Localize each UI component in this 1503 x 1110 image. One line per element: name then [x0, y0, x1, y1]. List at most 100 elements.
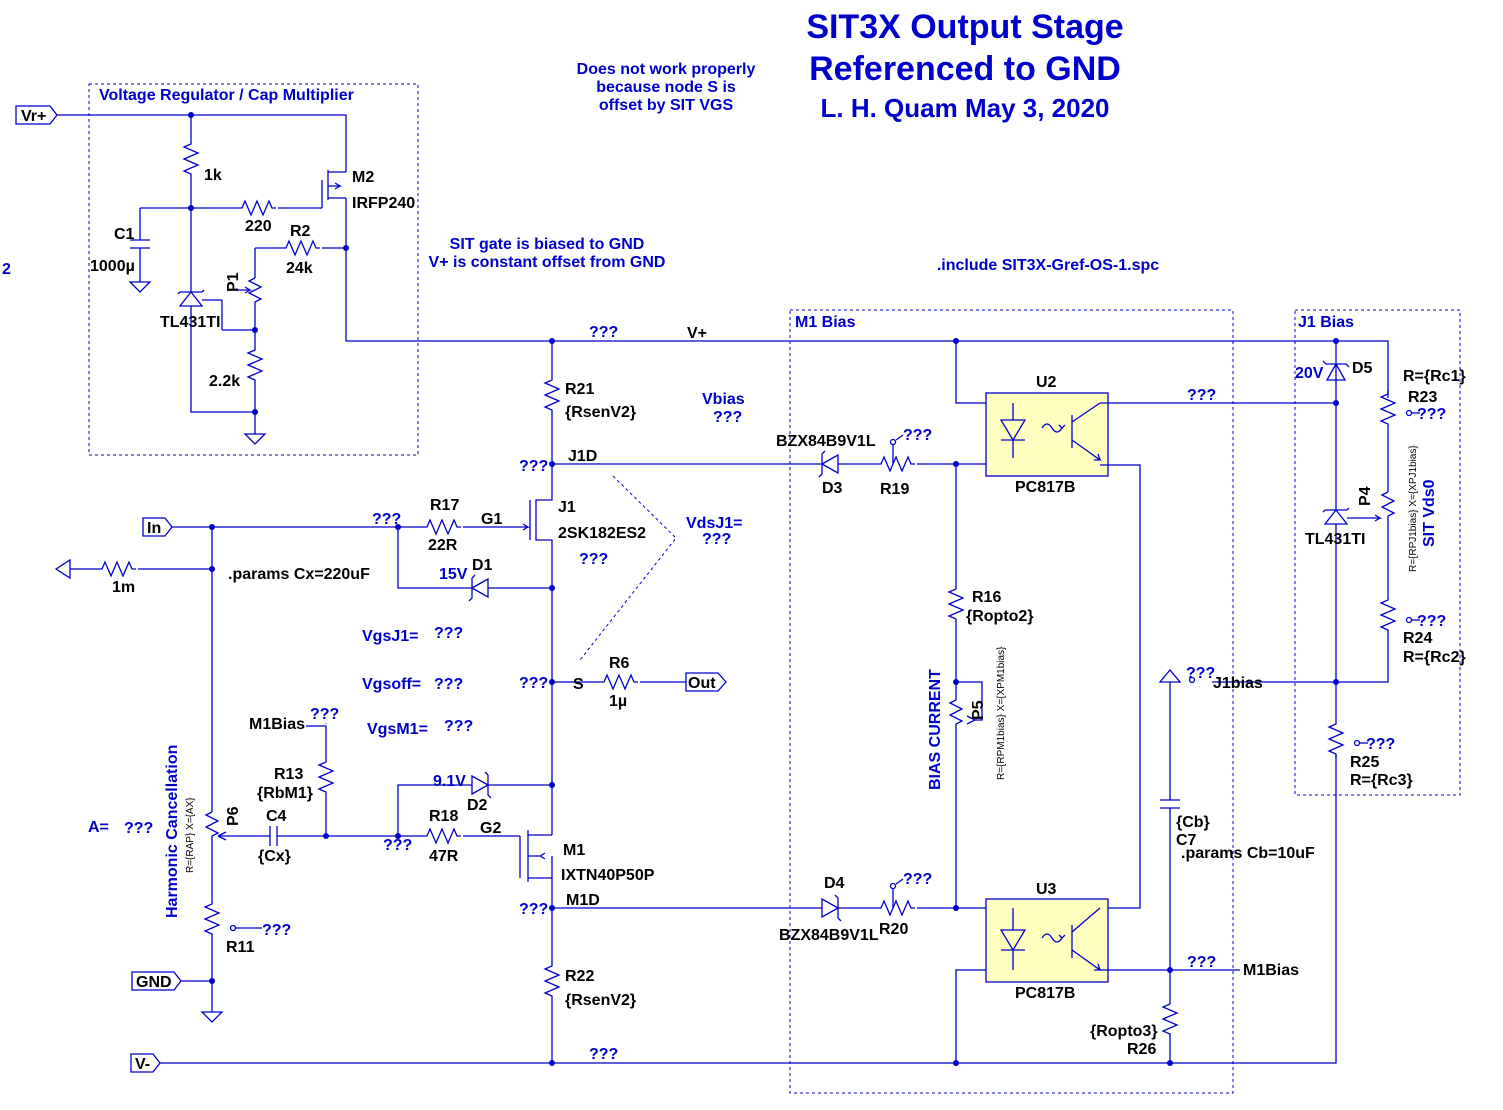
title-line-3: L. H. Quam May 3, 2020	[820, 93, 1109, 123]
resistor-1m	[98, 560, 136, 578]
g1-unknown: ???	[372, 511, 401, 528]
r18-name: R18	[429, 808, 458, 825]
vgsj1-label: VgsJ1=	[362, 628, 418, 645]
warning-note-2: because node S is	[596, 79, 736, 96]
vminus-label: V-	[135, 1056, 150, 1073]
vbias-unknown: ???	[713, 409, 742, 426]
r16-value: {Ropto2}	[966, 608, 1034, 625]
d3-name: D3	[822, 480, 843, 497]
vplus-net-label: V+	[687, 325, 707, 342]
bias-current-label: BIAS CURRENT	[927, 669, 944, 790]
ground-arrow-icon	[54, 558, 71, 580]
resistor-r21	[543, 376, 561, 414]
u3-unknown: ???	[1187, 954, 1216, 971]
r11-unknown: ???	[262, 922, 291, 939]
zener-diode-d3	[818, 450, 839, 478]
tl431-b-name: TL431TI	[1305, 531, 1365, 548]
resistor-r6	[600, 673, 638, 691]
d4-part: BZX84B9V1L	[779, 927, 879, 944]
r13-name: R13	[274, 766, 303, 783]
resistor-r2	[282, 239, 320, 257]
potentiometer-p1	[247, 277, 263, 330]
out-port[interactable]: Out	[685, 672, 727, 692]
vgsoff-unknown: ???	[434, 676, 463, 693]
r24-unknown: ???	[1417, 613, 1446, 630]
u2-unknown: ???	[1187, 387, 1216, 404]
r20-name: R20	[879, 921, 908, 938]
p5-name: P5	[970, 700, 987, 720]
resistor-r18	[423, 827, 461, 845]
params-cx: .params Cx=220uF	[228, 566, 370, 583]
resistor-r19	[877, 455, 915, 473]
p6-expression: R={RAP} X={AX}	[185, 797, 196, 873]
optocoupler-u2	[985, 392, 1109, 477]
gate-note-2: V+ is constant offset from GND	[429, 254, 666, 271]
j1bias-block-title: J1 Bias	[1298, 314, 1354, 331]
u2-part: PC817B	[1015, 479, 1075, 496]
r6-name: R6	[609, 655, 630, 672]
ground-icon	[200, 1011, 224, 1023]
a-unknown: ???	[124, 820, 153, 837]
j1d-unknown: ???	[519, 458, 548, 475]
ground-icon	[128, 281, 152, 293]
m2-name: M2	[352, 169, 374, 186]
resistor-r20	[877, 899, 915, 917]
vbias-label: Vbias	[702, 391, 745, 408]
stray-label: 2	[2, 261, 11, 278]
m1bias-unknown: ???	[310, 706, 339, 723]
p4-expression: R={RPJ1bias} X={XPJ1bias}	[1408, 445, 1419, 572]
r22-value: {RsenV2}	[565, 992, 636, 1009]
r13-value: {RbM1}	[257, 785, 313, 802]
c1-value: 1000µ	[90, 258, 135, 275]
gnd-port[interactable]: GND	[131, 971, 182, 991]
c4-value: {Cx}	[258, 848, 291, 865]
sit-vds0-label: SIT Vds0	[1421, 479, 1438, 547]
vr-plus-label: Vr+	[21, 108, 46, 125]
title-line-1: SIT3X Output Stage	[806, 8, 1123, 46]
d5-value: 20V	[1295, 365, 1324, 382]
r6-value: 1µ	[609, 693, 627, 710]
m1bias-output-label: M1Bias	[1243, 962, 1299, 979]
vminus-port[interactable]: V-	[130, 1053, 161, 1073]
d1-value: 15V	[439, 566, 468, 583]
r17-value: 22R	[428, 537, 458, 554]
resistor-r16	[947, 585, 965, 623]
include-directive: .include SIT3X-Gref-OS-1.spc	[937, 257, 1159, 274]
p4-name: P4	[1357, 486, 1374, 506]
r-2k2-value: 2.2k	[209, 373, 240, 390]
s-unknown: ???	[519, 675, 548, 692]
m1-part: IXTN40P50P	[561, 867, 655, 884]
mosfet-m2	[321, 170, 347, 248]
r23-value: R={Rc1}	[1403, 368, 1466, 385]
r18-value: 47R	[429, 848, 459, 865]
j1-part: 2SK182ES2	[558, 525, 646, 542]
r26-name: R26	[1127, 1041, 1156, 1058]
r25-unknown: ???	[1366, 736, 1395, 753]
vr-plus-port[interactable]: Vr+	[15, 105, 58, 125]
d3-part: BZX84B9V1L	[776, 433, 876, 450]
gnd-label: GND	[136, 974, 172, 991]
d4-name: D4	[824, 875, 845, 892]
g2-label: G2	[480, 820, 501, 837]
r19-unknown: ???	[903, 427, 932, 444]
vdsj1-label: VdsJ1=	[686, 515, 742, 532]
gate-note-1: SIT gate is biased to GND	[450, 236, 645, 253]
r-1k-value: 1k	[204, 167, 222, 184]
m2-part: IRFP240	[352, 195, 415, 212]
capacitor-c7	[1160, 799, 1180, 809]
ground-icon	[243, 433, 267, 445]
r-220-value: 220	[245, 218, 272, 235]
r25-name: R25	[1350, 754, 1379, 771]
p5-expression: R={RPM1bias} X={XPM1bias}	[996, 646, 1007, 780]
r23-name: R23	[1408, 389, 1437, 406]
r17-name: R17	[430, 497, 459, 514]
vplus-unknown: ???	[589, 324, 618, 341]
j1bias-block	[1294, 309, 1461, 796]
in-port[interactable]: In	[142, 517, 173, 537]
m1d-unknown: ???	[519, 901, 548, 918]
regulator-block-title: Voltage Regulator / Cap Multiplier	[99, 87, 354, 104]
out-label: Out	[688, 675, 716, 692]
tl431-a-name: TL431TI	[160, 314, 220, 331]
g2-unknown: ???	[383, 837, 412, 854]
